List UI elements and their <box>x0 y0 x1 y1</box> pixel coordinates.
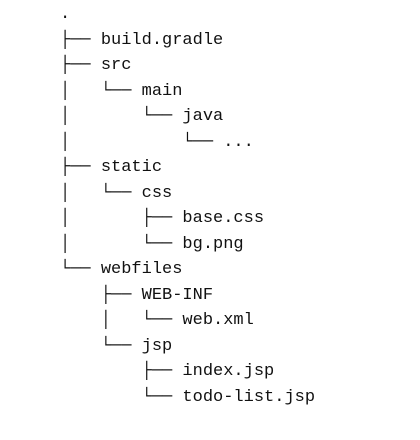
tree-entry-name: todo-list.jsp <box>182 387 316 407</box>
tree-entry-name: static <box>100 158 163 177</box>
tree-entry-name: jsp <box>141 336 173 356</box>
tree-entry-name: src <box>100 56 132 75</box>
tree-line-build-gradle: ├── build.gradle <box>60 28 315 54</box>
tree-line-root: . <box>60 2 315 28</box>
tree-entry-name: java <box>182 107 224 126</box>
tree-branch: │ └── <box>60 132 224 152</box>
tree-entry-name: build.gradle <box>100 30 224 50</box>
tree-line-css: │ └── css <box>60 181 315 207</box>
tree-branch: ├── <box>60 362 183 381</box>
tree-line-index-jsp: ├── index.jsp <box>60 359 315 385</box>
tree-entry-name: main <box>141 81 183 101</box>
tree-branch: ├── <box>60 30 101 50</box>
tree-entry-name: bg.png <box>182 234 244 254</box>
tree-branch: . <box>60 5 71 24</box>
tree-line-bg-png: │ └── bg.png <box>60 232 315 258</box>
tree-branch: ├── <box>60 158 101 177</box>
tree-entry-name: index.jsp <box>182 362 275 381</box>
tree-line-webfiles: └── webfiles <box>60 257 315 283</box>
tree-line-static: ├── static <box>60 155 315 181</box>
tree-branch: │ └── <box>60 107 183 126</box>
file-tree: . ├── build.gradle ├── src │ └── main │ … <box>60 2 315 410</box>
tree-line-main: │ └── main <box>60 79 315 105</box>
tree-line-jsp: └── jsp <box>60 334 315 360</box>
tree-line-java: │ └── java <box>60 104 315 130</box>
tree-branch: ├── <box>60 56 101 75</box>
tree-branch: │ ├── <box>60 209 183 228</box>
tree-entry-name: base.css <box>182 209 265 228</box>
tree-branch: │ └── <box>60 81 142 101</box>
tree-branch: │ └── <box>60 183 142 203</box>
tree-branch: ├── <box>60 285 142 305</box>
tree-branch: │ └── <box>60 234 183 254</box>
tree-line-todo-list-jsp: └── todo-list.jsp <box>60 385 315 411</box>
tree-line-src: ├── src <box>60 53 315 79</box>
tree-line-base-css: │ ├── base.css <box>60 206 315 232</box>
tree-branch: │ └── <box>60 311 183 330</box>
tree-branch: └── <box>60 336 142 356</box>
tree-line-web-inf: ├── WEB-INF <box>60 283 315 309</box>
tree-entry-name: WEB-INF <box>141 285 214 305</box>
tree-entry-name: webfiles <box>100 260 183 279</box>
tree-entry-name: css <box>141 183 173 203</box>
tree-entry-name: web.xml <box>182 311 254 330</box>
tree-line-web-xml: │ └── web.xml <box>60 308 315 334</box>
tree-entry-name: ... <box>223 132 254 152</box>
tree-branch: └── <box>60 387 183 407</box>
tree-branch: └── <box>60 260 101 279</box>
tree-line-ellipsis: │ └── ... <box>60 130 315 156</box>
